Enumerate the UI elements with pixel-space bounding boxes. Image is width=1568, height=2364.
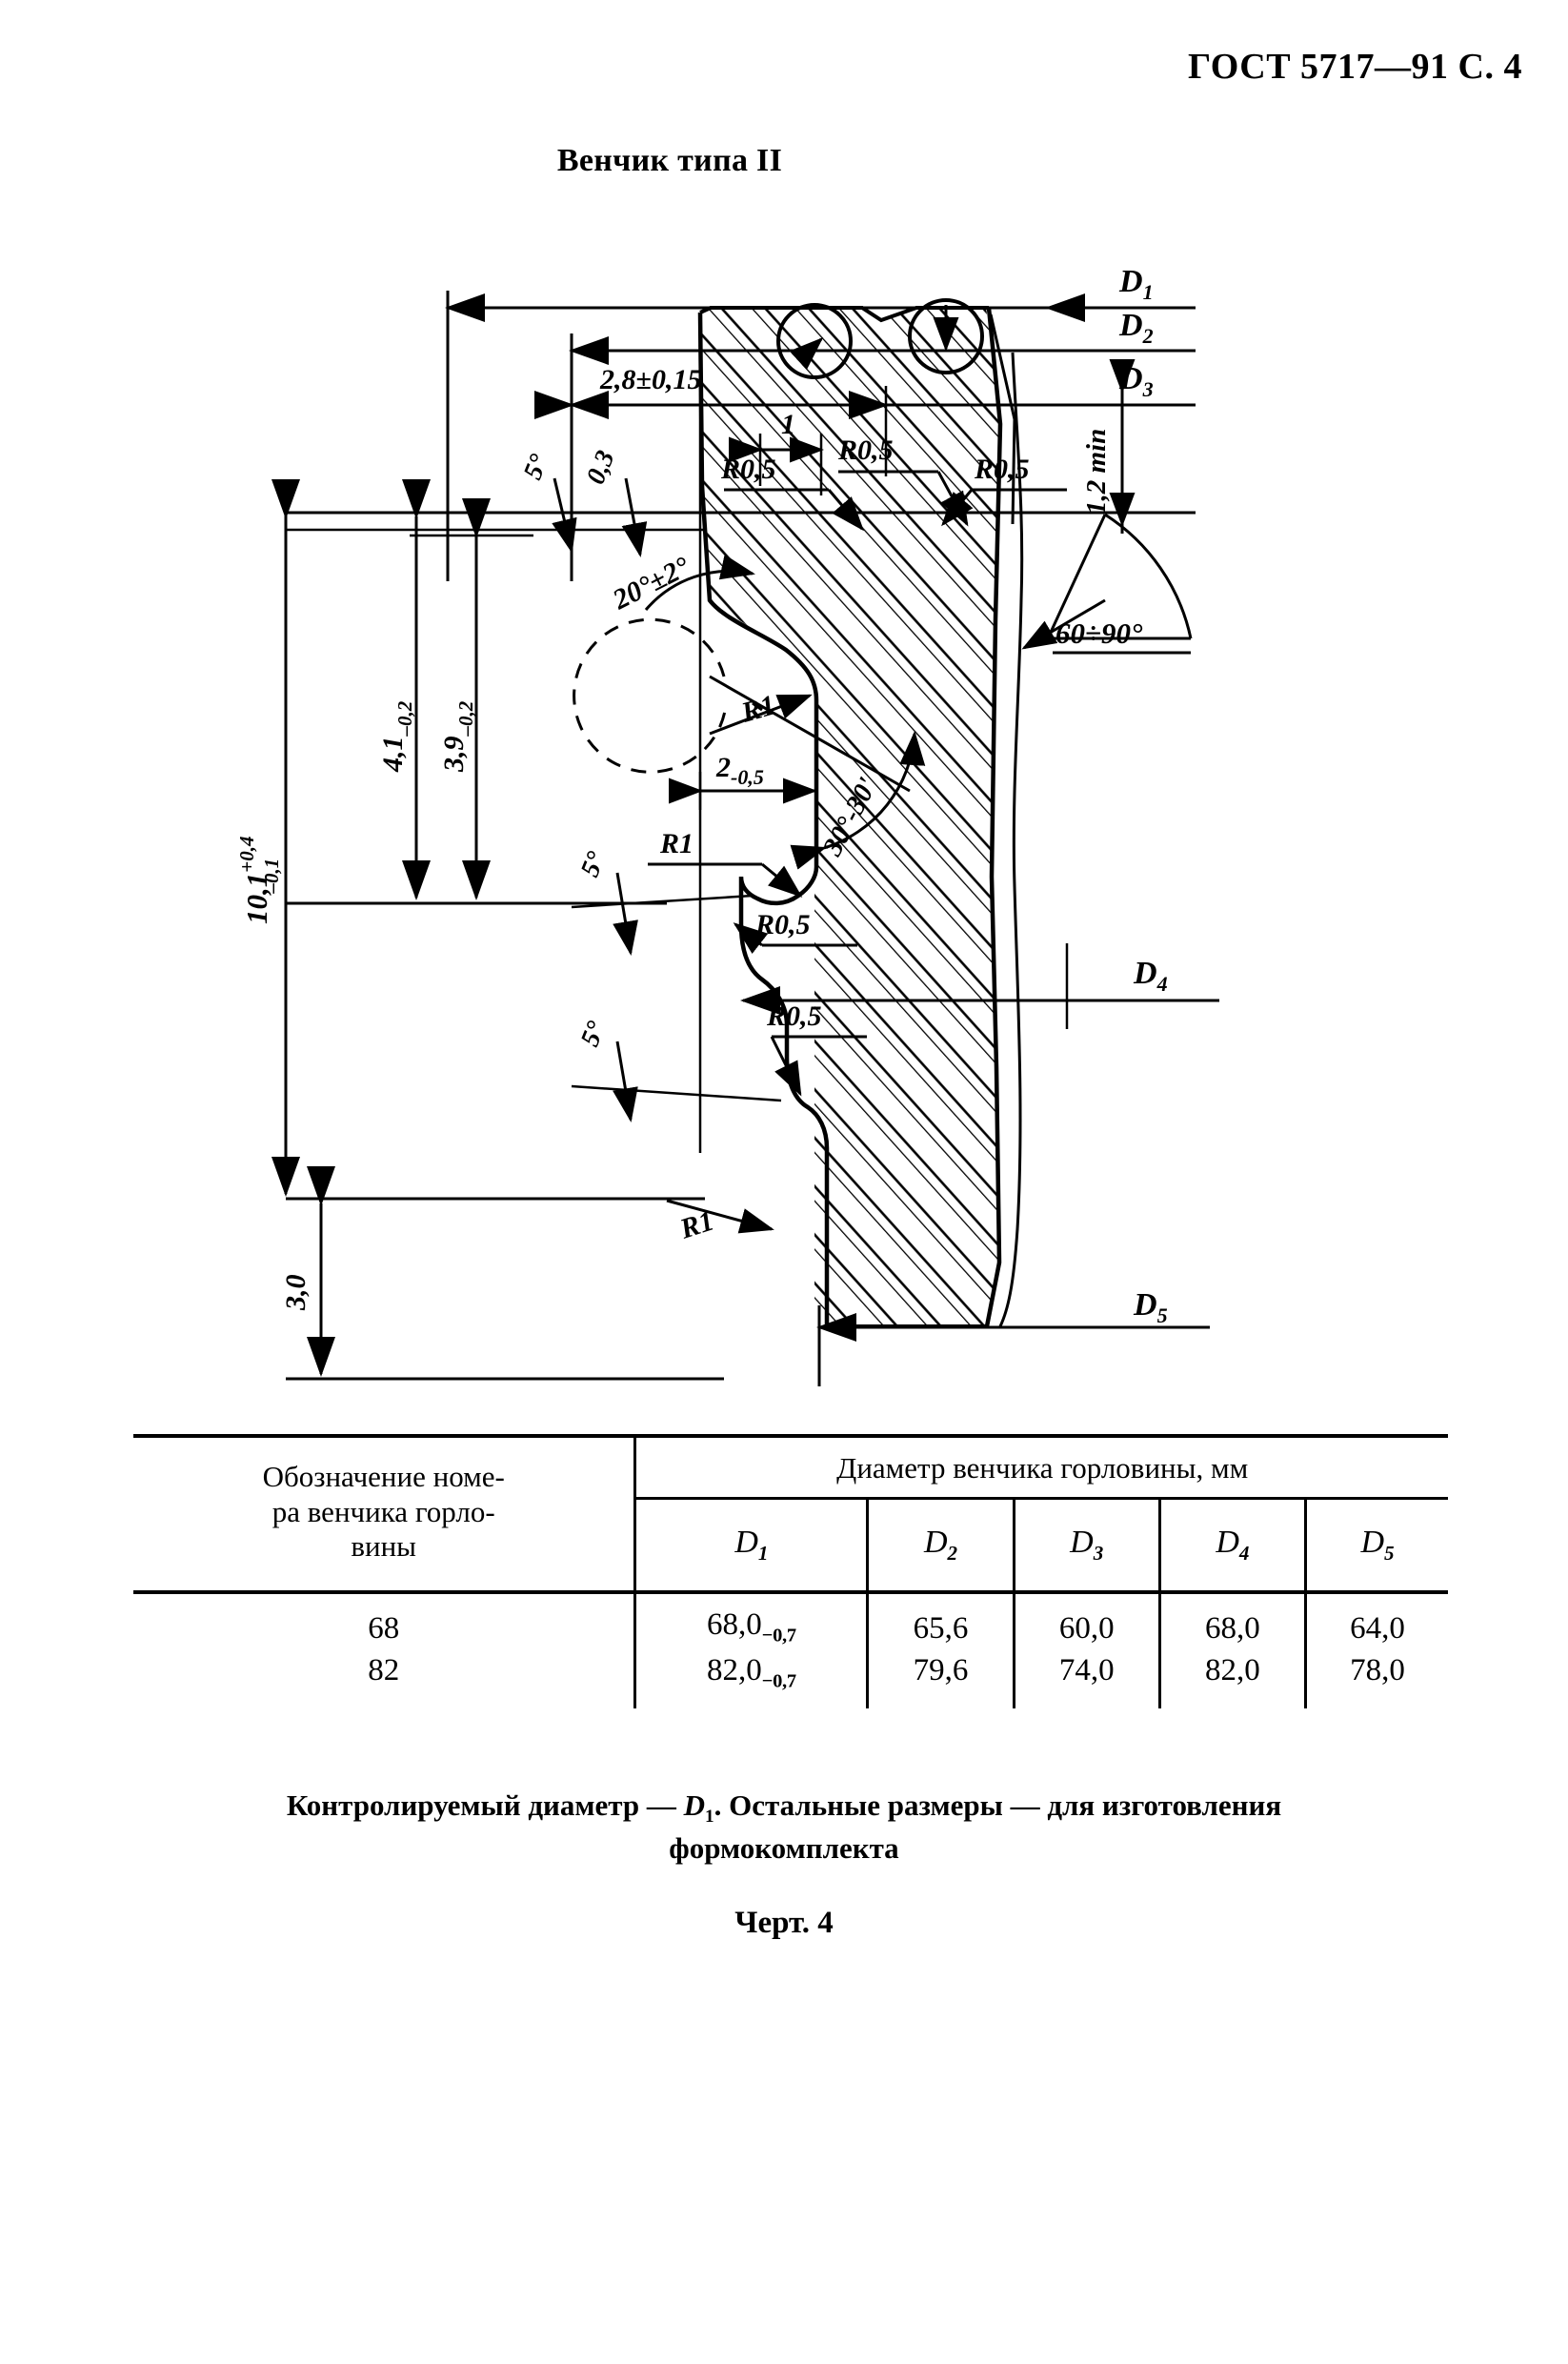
dimension-label-3_0: 3,0 [280, 1275, 312, 1312]
radius-circle-right [908, 298, 984, 374]
angle-arc-60-90 [1104, 513, 1193, 639]
value-d1-82: 82,0−0,7 [707, 1652, 796, 1692]
note-symbol-d1: D [683, 1788, 706, 1822]
value-d3-82: 74,0 [1058, 1652, 1115, 1687]
leader-r05-groove-up-b [733, 922, 769, 955]
angle-marker-5deg-mid [613, 872, 638, 956]
dimension-label-10_1: 10,1+0,4–0,1 [235, 837, 283, 924]
table-cell-d2: 65,6 79,6 [866, 1589, 1015, 1708]
table-column-header-d1: D1 [633, 1498, 868, 1592]
value-d5-82: 78,0 [1350, 1652, 1405, 1687]
figure-note: Контролируемый диаметр — D1. Остальные р… [0, 1787, 1568, 1868]
table-header-diameter-group: Диаметр венчика горловины, мм [633, 1434, 1448, 1500]
table-column-header-d5: D5 [1304, 1498, 1448, 1592]
header-line-2: ра венчика горло- [271, 1494, 495, 1528]
profile-inner-line [998, 352, 1024, 1327]
table-cell-d1: 68,0−0,7 82,0−0,7 [633, 1589, 868, 1708]
specification-table: Обозначение номе- ра венчика горло- вины… [133, 1434, 1448, 1708]
table-body-row: 68 82 68,0−0,7 82,0−0,7 65,6 79,6 60,0 [133, 1589, 1448, 1708]
specification-table-container: Обозначение номе- ра венчика горло- вины… [133, 1434, 1448, 1708]
table-cell-designation: 68 82 [133, 1589, 635, 1708]
radius-circle-left [776, 303, 853, 379]
leader-r1-shoulder [709, 694, 813, 736]
header-line-1: Обозначение номе- [262, 1460, 505, 1494]
table-column-header-d3: D3 [1012, 1498, 1160, 1592]
table-cell-d5: 64,0 78,0 [1304, 1589, 1448, 1708]
leader-r05-groove-dn-b [770, 1036, 802, 1097]
dimension-label-3_9: 3,9–0,2 [438, 700, 477, 773]
table-header-designation: Обозначение номе- ра венчика горло- вины [133, 1434, 635, 1592]
header-line-3: вины [351, 1529, 417, 1564]
dimension-label-5deg-mid: 5° [575, 848, 612, 881]
dimension-label-20deg: 20°±2° [607, 551, 694, 616]
figure-note-line-1: Контролируемый диаметр — D1. Остальные р… [286, 1788, 1282, 1828]
leader-r1-groove-b [761, 862, 803, 898]
value-designation-82: 82 [368, 1652, 400, 1687]
dimension-label-2_8: 2,8±0,15 [599, 364, 701, 395]
table-column-header-d4: D4 [1157, 1498, 1306, 1592]
profile-right-edge [984, 307, 1003, 1327]
dimension-label-4_1: 4,1–0,2 [377, 700, 416, 773]
angle-arc-30deg [790, 731, 926, 870]
radius-label-r05-groove-dn: R0,5 [766, 1000, 822, 1032]
radius-label-r1-bottom: R1 [675, 1204, 717, 1245]
table-header-row-2: D1 D2 D3 D4 D5 [133, 1498, 1448, 1592]
document-header-standard: ГОСТ 5717—91 С. 4 [1188, 47, 1522, 87]
dimension-label-5deg-low: 5° [575, 1018, 612, 1051]
dimension-label-d4: D4 [1133, 956, 1168, 996]
dimension-label-d5: D5 [1133, 1287, 1168, 1327]
profile-top-edge [699, 306, 989, 323]
dimension-label-0_3: 0,3 [581, 447, 621, 489]
dimension-label-1_2min: 1,2 min [1081, 429, 1112, 515]
value-d4-68: 68,0 [1205, 1610, 1260, 1646]
dimension-label-d1: D1 [1118, 264, 1154, 304]
value-d4-82: 82,0 [1205, 1652, 1260, 1687]
drawing-svg: D1 D2 D3 2,8±0,15 1 1,2 min 5° 0,3 [235, 264, 1219, 1386]
angle-ray-30deg [709, 675, 911, 793]
figure-title-text: Венчик типа II [556, 143, 783, 178]
table-header-row-1: Обозначение номе- ра венчика горло- вины… [133, 1434, 1448, 1592]
value-d3-68: 60,0 [1058, 1610, 1115, 1646]
leader-60-90 [1021, 598, 1106, 650]
technical-drawing: D1 D2 D3 2,8±0,15 1 1,2 min 5° 0,3 [0, 200, 1568, 1401]
value-designation-68: 68 [368, 1610, 400, 1646]
value-d2-82: 79,6 [913, 1652, 969, 1687]
figure-title: Венчик типа II [0, 143, 1568, 179]
table-column-header-d2: D2 [866, 1498, 1015, 1592]
angle-marker-5deg-top [552, 477, 577, 554]
dimension-label-d2: D2 [1118, 308, 1154, 348]
leader-0_3 [621, 477, 648, 557]
construction-arc [573, 617, 728, 774]
figure-note-line-2: формокомплекта [669, 1830, 899, 1865]
radius-label-r1-groove: R1 [659, 828, 694, 859]
radius-label-r05-groove-up: R0,5 [754, 909, 811, 940]
dimension-label-2: 2-0,5 [715, 752, 764, 789]
figure-caption: Черт. 4 [734, 1906, 834, 1940]
leader-r1-bottom [666, 1199, 774, 1234]
table-cell-d3: 60,0 74,0 [1012, 1589, 1160, 1708]
angle-arc-20deg [644, 554, 755, 611]
profile-inner-upper [989, 313, 1016, 525]
value-d2-68: 65,6 [913, 1610, 969, 1646]
table-cell-d4: 68,0 82,0 [1157, 1589, 1306, 1708]
value-d1-68: 68,0−0,7 [707, 1606, 796, 1647]
angle-marker-5deg-low [613, 1041, 638, 1122]
dimension-label-5deg-top: 5° [518, 451, 554, 484]
value-d5-68: 64,0 [1350, 1610, 1405, 1646]
dimension-label-60-90: 60÷90° [1055, 616, 1143, 650]
